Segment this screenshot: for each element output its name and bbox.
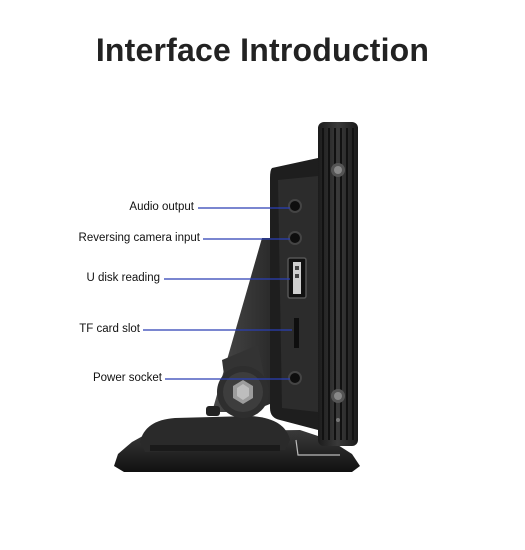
rib [352,128,354,440]
label-power-socket: Power socket [92,372,162,384]
label-tf-card-slot: TF card slot [79,323,140,335]
suction-base [114,416,360,472]
screen-body [318,122,358,446]
label-u-disk-reading: U disk reading [86,272,160,284]
label-reversing-camera-input: Reversing camera input [78,232,200,244]
rib [346,128,348,440]
rib [322,128,324,440]
cable [295,439,340,456]
rib [340,128,342,440]
rib [334,128,336,440]
pivot-knob [206,366,269,418]
rib [328,128,330,440]
page-title: Interface Introduction [95,32,430,68]
reversing-camera-port [288,231,302,245]
audio-output-port [288,199,302,213]
usb-port [287,257,307,299]
power-socket-port [288,371,302,385]
tf-card-port [294,318,299,348]
label-audio-output: Audio output [129,201,194,213]
